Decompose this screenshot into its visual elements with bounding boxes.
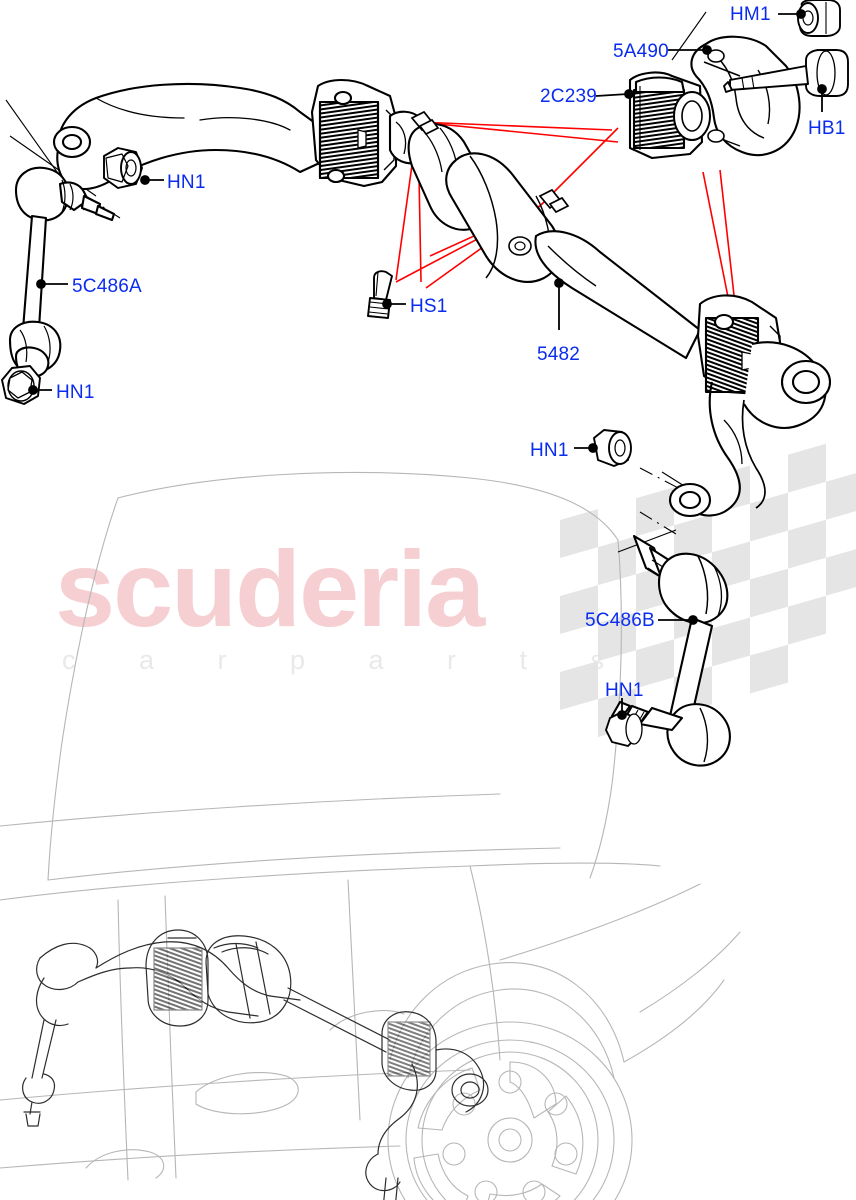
label-5a490: 5A490: [613, 41, 669, 62]
left-bar-bracket: [310, 78, 398, 188]
label-5c486a: 5C486A: [72, 276, 142, 297]
nut-hn1-mid-right: [593, 429, 632, 467]
label-hs1: HS1: [410, 296, 448, 317]
hs1-screw-on-actuator-a: [410, 110, 440, 136]
bolt-hm1: [797, 0, 841, 37]
screw-hs1: [367, 270, 393, 319]
label-5482: 5482: [537, 344, 581, 365]
watermark-brand: scuderia: [55, 528, 485, 649]
label-hn1-mid-right: HN1: [530, 440, 569, 461]
label-leaders: [28, 9, 827, 720]
bolt-hb1: [723, 49, 849, 97]
label-hn1-bottom: HN1: [605, 680, 644, 701]
nut-hn1-upper-left: [103, 147, 143, 189]
ghost-vehicle-outline: [0, 471, 741, 1200]
bushing-2c239: [628, 71, 711, 160]
bracket-5a490: [690, 35, 801, 157]
right-bar-bracket-and-arm: [668, 294, 832, 518]
label-hm1-top: HM1: [730, 4, 771, 25]
drop-link-5c486b: [610, 534, 731, 767]
ghost-installed-assembly: [22, 929, 489, 1200]
label-hb1: HB1: [808, 118, 846, 139]
hs1-screw-on-actuator-b: [538, 188, 570, 214]
label-hn1-upper-left: HN1: [167, 172, 206, 193]
actuator-motor-body: [388, 110, 702, 360]
nut-hn1-lower-left: [1, 365, 41, 405]
label-hn1-lower-left: HN1: [56, 382, 95, 403]
label-2c239: 2C239: [540, 86, 597, 107]
assembly-axis-lines: [69, 135, 687, 535]
watermark-tagline: c a r p a r t s: [62, 645, 633, 675]
label-5c486b: 5C486B: [585, 610, 655, 631]
nut-hn1-bottom: [605, 711, 643, 747]
